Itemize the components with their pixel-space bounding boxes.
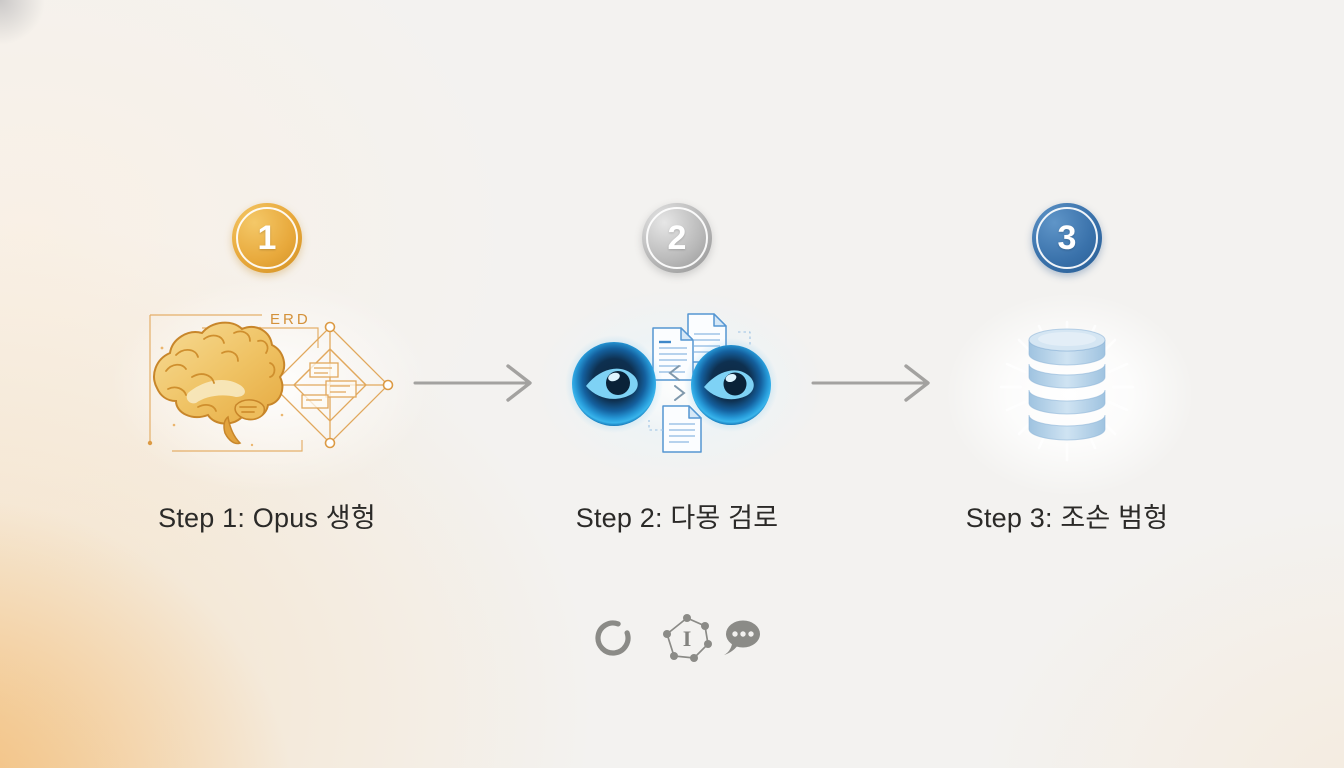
step-1-badge: 1 (232, 203, 302, 273)
step-1-number: 1 (257, 218, 277, 257)
step-1-label: Step 1: Opus 생헝 (158, 503, 376, 533)
hexagon-letter: I (683, 626, 692, 651)
step-2: 2 (477, 203, 877, 535)
step-3-number: 3 (1057, 218, 1077, 257)
step-2-label: Step 2: 다몽 검로 (575, 503, 779, 533)
step-3-badge: 3 (1032, 203, 1102, 273)
review-eyes-illustration (565, 312, 778, 453)
step-2-number: 2 (667, 218, 687, 257)
brain-erd-illustration: ERD (147, 311, 394, 452)
footer-icon-row: I (0, 610, 1344, 666)
arrow-right-icon-1 (413, 364, 532, 402)
erd-diagram (271, 325, 389, 444)
frame-node-dot (147, 440, 153, 445)
right-eye-icon (684, 337, 778, 432)
hexagon-network-icon: I (663, 614, 712, 662)
database-cylinder (1028, 328, 1106, 440)
step-2-illustration-area (563, 273, 791, 478)
chat-bubble-icon (724, 620, 760, 655)
arrow-right-icon-2 (811, 364, 930, 402)
step-1: 1 ERD (67, 203, 467, 535)
open-ring-icon (595, 620, 631, 656)
step-3: 3 Step 3: 조손 범헝 (867, 203, 1267, 535)
erd-caption: ERD (270, 311, 311, 328)
left-eye-icon (565, 334, 663, 433)
step-1-illustration-area: ERD (132, 273, 402, 478)
step-3-label: Step 3: 조손 범헝 (965, 503, 1169, 533)
step-2-badge: 2 (642, 203, 712, 273)
database-illustration (999, 320, 1135, 461)
